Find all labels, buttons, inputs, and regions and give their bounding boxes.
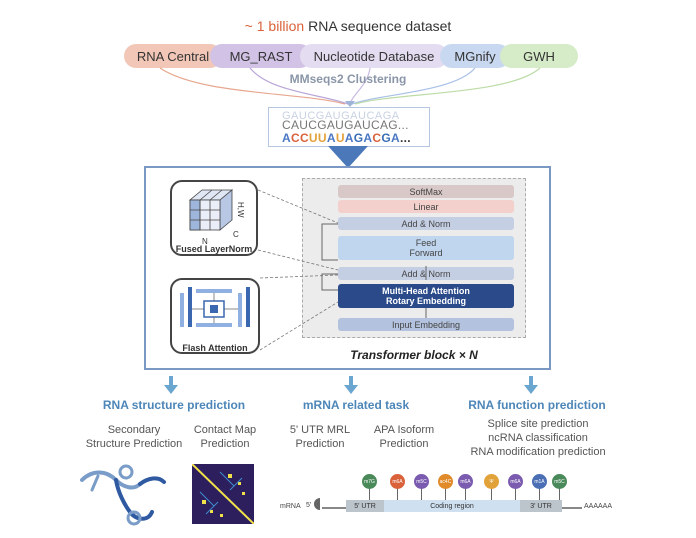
modification-pin-stem <box>397 488 398 500</box>
modification-pin-stem <box>465 488 466 500</box>
task-splice-site: Splice site prediction <box>487 418 589 430</box>
flash-attention-icon <box>180 287 250 327</box>
task-utr-mrl: 5' UTR MRL Prediction <box>289 424 351 450</box>
modification-pin-stem <box>539 488 540 500</box>
modification-pin-stem <box>491 488 492 500</box>
modification-pin-stem <box>421 488 422 500</box>
source-mg-rast: MG_RAST <box>210 44 312 68</box>
task-ncrna: ncRNA classification <box>488 432 588 444</box>
arrow-down-icon <box>524 376 538 394</box>
axis-hw-label: H,W <box>236 202 245 218</box>
layernorm-cube-icon <box>188 189 234 231</box>
mrna-cap-icon <box>314 498 320 510</box>
task-rna-modification: RNA modification prediction <box>470 446 606 458</box>
source-gwh: GWH <box>500 44 578 68</box>
sequence-box <box>268 107 430 147</box>
arrow-down-icon <box>344 376 358 394</box>
task-apa-isoform: APA Isoform Prediction <box>373 424 435 450</box>
flash-attention-label: Flash Attention <box>182 343 248 353</box>
axis-n-label: N <box>202 237 208 246</box>
modification-pin: m6A <box>508 474 523 489</box>
dataset-description: RNA sequence dataset <box>304 18 452 34</box>
layer-linear: Linear <box>338 200 514 213</box>
three-utr-segment: 3' UTR <box>520 500 562 512</box>
coding-region-segment: Coding region <box>384 500 520 512</box>
layer-softmax: SoftMax <box>338 185 514 198</box>
fused-layernorm-label: Fused LayerNorm <box>175 244 253 254</box>
sequence-line-faded: GAUCGAUGAUCAGA <box>282 110 400 122</box>
modification-pin: m1A <box>532 474 547 489</box>
source-mgnify: MGnify <box>440 44 510 68</box>
poly-a-tail: AAAAAA <box>584 503 613 510</box>
axis-c-label: C <box>233 230 239 239</box>
residual-connections <box>321 223 427 318</box>
cluster-arrowhead <box>345 101 355 107</box>
mrna-heading: mRNA related task <box>302 398 410 412</box>
layer-multi-head-attention: Multi-Head Attention Rotary Embedding <box>338 284 514 308</box>
source-connector-lines <box>159 67 541 107</box>
modification-pin-stem <box>445 488 446 500</box>
sequence-line-grey: CAUCGAUGAUCAG... <box>282 118 409 132</box>
five-prime-label: 5' <box>306 502 312 509</box>
transformer-block-label: Transformer block × N <box>350 348 478 362</box>
down-arrow-icon <box>328 146 368 168</box>
sequence-line-colored: ACCUUAUAGACGA... <box>282 131 411 145</box>
modification-pin: m6A <box>458 474 473 489</box>
contact-map-image <box>192 464 254 524</box>
modification-pin: ac4C <box>438 474 453 489</box>
projection-lines <box>257 189 339 351</box>
dataset-size: ~ 1 billion <box>244 18 305 34</box>
layer-feed-forward: Feed Forward <box>338 236 514 260</box>
modification-pin: m5C <box>414 474 429 489</box>
modification-pin-stem <box>369 488 370 500</box>
modification-pin: m5C <box>552 474 567 489</box>
layer-input-embedding: Input Embedding <box>338 318 514 331</box>
modification-pin-stem <box>515 488 516 500</box>
clustering-label: MMseqs2 Clustering <box>289 72 407 86</box>
rna-secondary-structure-image <box>80 464 166 526</box>
modification-pin: m7G <box>362 474 377 489</box>
task-secondary-structure: Secondary Structure Prediction <box>85 424 183 450</box>
modification-pin-stem <box>559 488 560 500</box>
dataset-title: ~ 1 billion RNA sequence dataset <box>0 18 696 34</box>
modification-pin: Ψ <box>484 474 499 489</box>
structure-heading: RNA structure prediction <box>102 398 246 412</box>
source-rna-central: RNA Central <box>124 44 222 68</box>
function-heading: RNA function prediction <box>468 398 606 412</box>
five-utr-segment: 5' UTR <box>346 500 384 512</box>
arrow-down-icon <box>164 376 178 394</box>
modification-pin: m6A <box>390 474 405 489</box>
source-nucleotide-database: Nucleotide Database <box>300 44 448 68</box>
mrna-label: mRNA <box>280 503 301 510</box>
task-contact-map: Contact Map Prediction <box>193 424 257 450</box>
layer-add-norm-top: Add & Norm <box>338 217 514 230</box>
